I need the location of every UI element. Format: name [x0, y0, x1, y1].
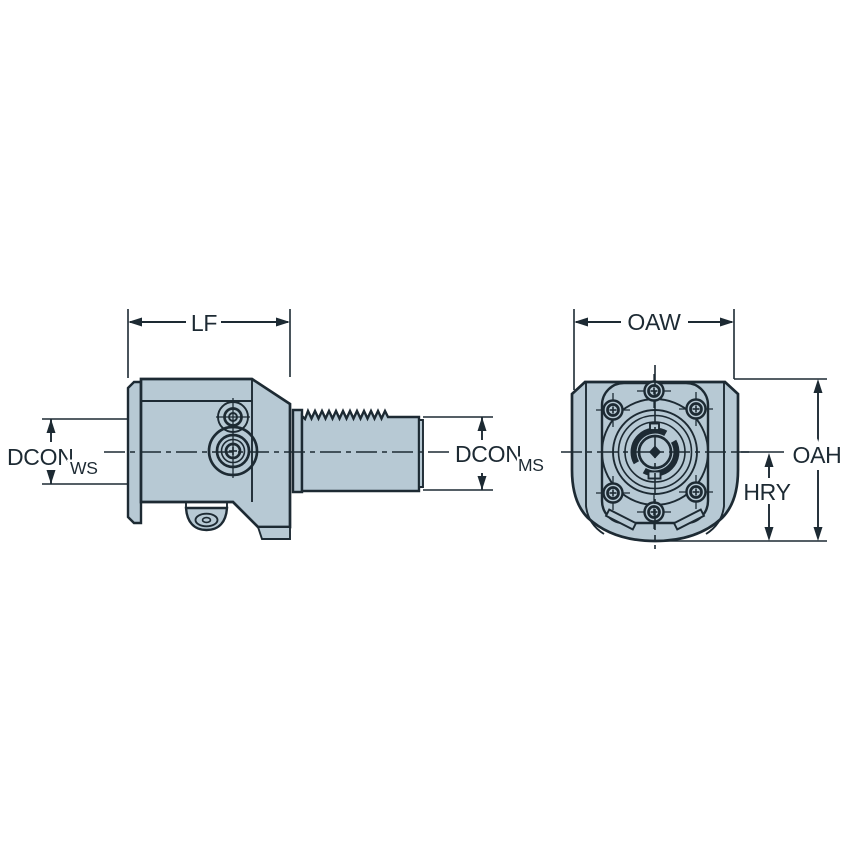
side-view-shank-threaded	[300, 407, 421, 493]
side-view	[104, 377, 457, 540]
side-view-clamp-dome	[184, 506, 229, 532]
front-view-facet-right	[705, 383, 725, 535]
bottom-tab-left	[604, 508, 638, 531]
clamp-inner-oval	[194, 512, 219, 528]
dimension-arrowheads	[46, 317, 823, 541]
side-view-collar	[291, 408, 304, 494]
dimension-hry	[736, 451, 784, 527]
dim-oah-label: OAH	[793, 442, 842, 468]
clamp-center-dot	[201, 516, 212, 524]
side-view-body-step	[256, 526, 291, 540]
side-view-shank-endcap	[418, 419, 424, 488]
dim-dcon-ms-subscript: MS	[518, 455, 544, 475]
dimension-oah	[658, 378, 827, 542]
clamp-ring-arc-2	[630, 427, 668, 465]
dimensions: LF DCON WS DCON MS OAW OAH HRY	[4, 306, 845, 542]
dim-hry-label: HRY	[743, 479, 790, 505]
bottom-tab-right	[672, 508, 706, 531]
dim-dcon-ws-subscript: WS	[70, 458, 98, 478]
dim-lf-label: LF	[191, 310, 217, 336]
side-view-main-clamp-screw	[207, 425, 259, 477]
side-view-upper-screw	[216, 398, 250, 478]
dim-dcon-ws-label: DCON	[7, 444, 74, 470]
dim-oaw-label: OAW	[627, 309, 681, 335]
dim-dcon-ms-label: DCON	[455, 441, 522, 467]
front-view-facet-left	[585, 383, 605, 535]
center-diamond	[649, 445, 661, 459]
